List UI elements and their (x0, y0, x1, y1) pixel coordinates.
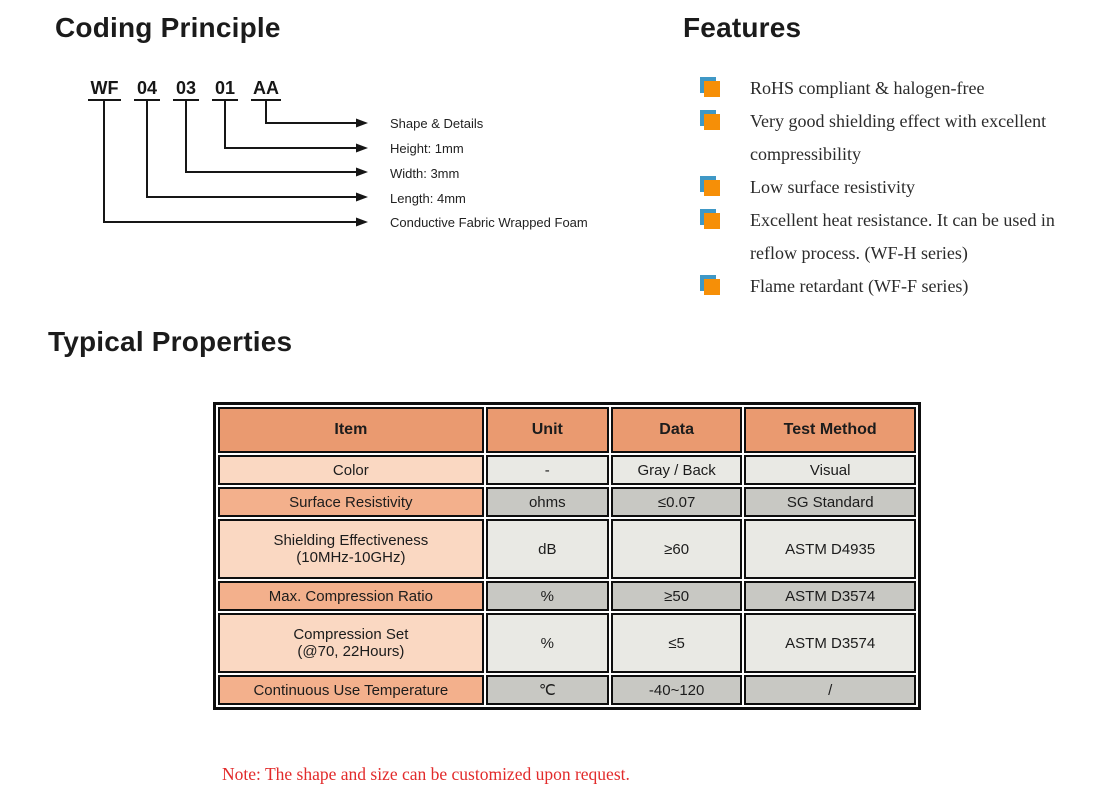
properties-table: Item Unit Data Test Method Color - Gray … (213, 402, 921, 710)
cell-method: / (744, 675, 916, 705)
column-header-test-method: Test Method (744, 407, 916, 453)
cell-unit: ohms (485, 487, 609, 517)
table-row: Compression Set(@70, 22Hours) % ≤5 ASTM … (218, 613, 916, 673)
table-header-row: Item Unit Data Test Method (218, 407, 916, 453)
list-item: Flame retardant (WF-F series) (700, 270, 1085, 303)
cell-data: -40~120 (610, 675, 743, 705)
cell-method: ASTM D4935 (744, 519, 916, 579)
list-item: RoHS compliant & halogen-free (700, 72, 1085, 105)
list-item: Very good shielding effect with excellen… (700, 105, 1085, 171)
feature-text: Excellent heat resistance. It can be use… (750, 210, 1055, 263)
cell-data: ≥60 (610, 519, 743, 579)
cell-unit: dB (485, 519, 609, 579)
code-segment-series: WF (88, 78, 121, 101)
square-bullet-icon (704, 81, 720, 97)
cell-method: ASTM D3574 (744, 581, 916, 611)
column-header-unit: Unit (485, 407, 609, 453)
cell-unit: - (485, 455, 609, 485)
code-label-width: Width: 3mm (390, 166, 460, 181)
square-bullet-icon (704, 213, 720, 229)
features-title: Features (683, 12, 802, 43)
feature-text: Low surface resistivity (750, 177, 915, 197)
table-row: Surface Resistivity ohms ≤0.07 SG Standa… (218, 487, 916, 517)
square-bullet-icon (704, 279, 720, 295)
cell-item: Color (218, 455, 484, 485)
feature-text: Flame retardant (WF-F series) (750, 276, 969, 296)
list-item: Excellent heat resistance. It can be use… (700, 204, 1085, 270)
feature-text: RoHS compliant & halogen-free (750, 78, 985, 98)
cell-data: Gray / Back (610, 455, 743, 485)
features-list: RoHS compliant & halogen-free Very good … (700, 72, 1095, 303)
list-item: Low surface resistivity (700, 171, 1085, 204)
typical-properties-title: Typical Properties (48, 326, 293, 357)
feature-text: Very good shielding effect with excellen… (750, 111, 1047, 164)
table-row: Max. Compression Ratio % ≥50 ASTM D3574 (218, 581, 916, 611)
column-header-item: Item (218, 407, 484, 453)
square-bullet-icon (704, 114, 720, 130)
cell-unit: % (485, 613, 609, 673)
table-row: Continuous Use Temperature ℃ -40~120 / (218, 675, 916, 705)
cell-item: Max. Compression Ratio (218, 581, 484, 611)
cell-method: ASTM D3574 (744, 613, 916, 673)
table-row: Color - Gray / Back Visual (218, 455, 916, 485)
cell-item: Surface Resistivity (218, 487, 484, 517)
code-label-height: Height: 1mm (390, 141, 464, 156)
cell-method: SG Standard (744, 487, 916, 517)
code-label-shape: Shape & Details (390, 116, 484, 131)
cell-item: Shielding Effectiveness(10MHz-10GHz) (218, 519, 484, 579)
cell-data: ≤0.07 (610, 487, 743, 517)
square-bullet-icon (704, 180, 720, 196)
code-label-material: Conductive Fabric Wrapped Foam (390, 215, 588, 230)
code-label-length: Length: 4mm (390, 191, 466, 206)
code-segment-shape: AA (251, 78, 281, 101)
customization-note: Note: The shape and size can be customiz… (222, 764, 630, 784)
code-segment-length: 04 (134, 78, 160, 101)
product-code: WF 04 03 01 AA (88, 78, 281, 101)
cell-data: ≥50 (610, 581, 743, 611)
table-row: Shielding Effectiveness(10MHz-10GHz) dB … (218, 519, 916, 579)
cell-item: Compression Set(@70, 22Hours) (218, 613, 484, 673)
cell-unit: % (485, 581, 609, 611)
column-header-data: Data (610, 407, 743, 453)
cell-unit: ℃ (485, 675, 609, 705)
cell-data: ≤5 (610, 613, 743, 673)
cell-item: Continuous Use Temperature (218, 675, 484, 705)
coding-principle-title: Coding Principle (55, 12, 281, 43)
code-segment-height: 01 (212, 78, 238, 101)
cell-method: Visual (744, 455, 916, 485)
code-segment-width: 03 (173, 78, 199, 101)
